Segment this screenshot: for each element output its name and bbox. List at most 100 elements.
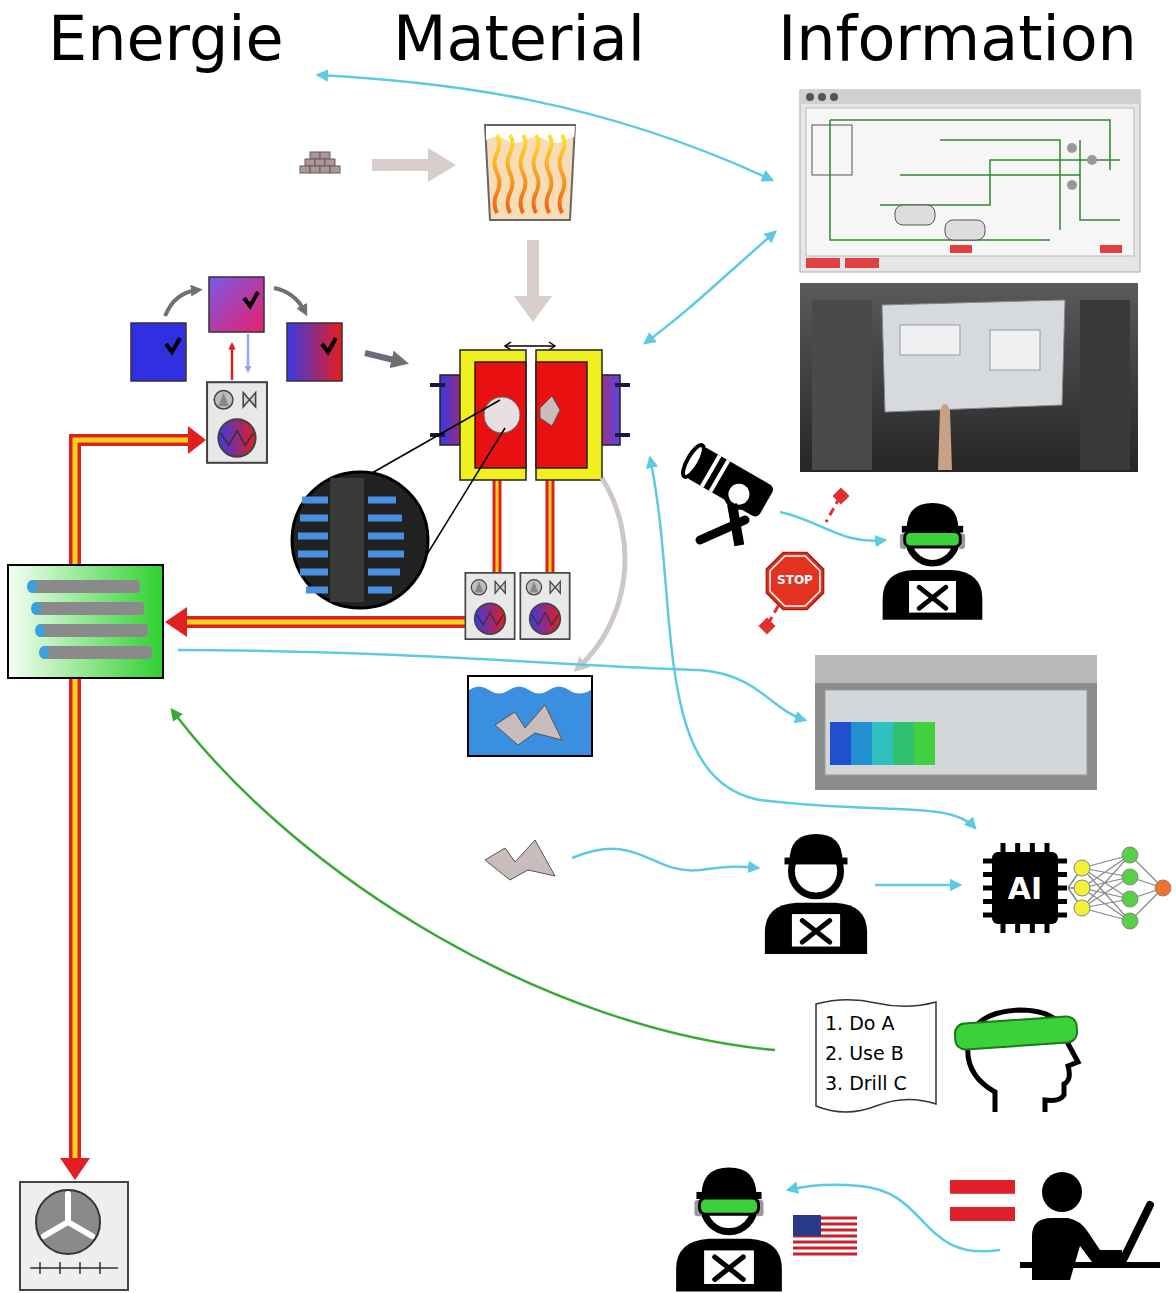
melting-crucible [521,135,526,213]
thermal-photo [872,722,893,765]
heat-pipe [75,440,190,565]
raw-material-bricks [310,166,320,173]
heat-storage [38,624,148,637]
raw-material-bricks [315,159,325,166]
column-heading: Information [778,8,1137,70]
surveillance-camera [662,442,777,550]
temperature-cycle [244,292,258,306]
information-flow-arrow [875,884,960,887]
raw-material-bricks [330,166,340,173]
neural-network [1122,913,1138,929]
casting-die [475,362,526,468]
casting-die [540,396,560,426]
information-flow-arrow [780,512,885,541]
thermal-photo [851,722,872,765]
temperature-cycle [287,323,342,381]
hmi-photo [938,404,952,470]
die-detail-magnifier [298,500,404,590]
hmi-screenshot [806,108,1134,256]
remote-expert-icon [1042,1172,1082,1212]
worker-icon [676,503,982,1292]
heat-pipe [60,426,550,1180]
turbine-generator [20,1182,128,1290]
heat-pump [520,573,569,639]
hmi-photo [800,283,1138,472]
hmi-photo [990,330,1040,370]
stop-octagon [766,552,823,609]
raw-material-bricks [325,159,335,166]
temperature-cycle [231,345,234,380]
raw-material-bricks [300,152,340,173]
quench-tank [468,478,625,756]
hmi-screenshot [895,205,935,225]
temperature-cycle [274,288,305,312]
turbine-generator [20,1182,128,1290]
turbine-generator [36,1190,100,1254]
cast-part-icon [485,840,555,880]
node-text-group: AI [1008,872,1042,905]
heat-storage [42,646,152,659]
surveillance-camera [700,454,721,487]
casting-die [430,342,630,480]
neural-network [1122,869,1138,885]
column-heading: Material [393,8,645,70]
instruction-feedback-arrow [172,710,775,1050]
heat-pipe [497,480,550,575]
hmi-screenshot [1100,245,1122,253]
melting-crucible [485,125,575,220]
material-flow-arrow [372,159,430,171]
worker-icon [676,1168,782,1292]
temperature-cycle [247,334,250,370]
node-text: STOP [777,574,813,587]
material-flow-arrow [527,240,539,298]
heat-pipe [185,620,465,625]
hmi-screenshot [845,258,879,268]
vr-headset-head [954,1016,1078,1050]
casting-die [484,397,520,433]
turbine-generator [44,1194,92,1236]
flag-icon [950,1194,1015,1207]
casting-die [505,345,555,347]
hmi-screenshot [818,93,826,101]
information-flow-arrow [572,849,758,871]
thermal-photo [815,655,1097,683]
node-text: 1. Do A [825,1008,907,1038]
thermal-photo [830,722,851,765]
melting-crucible [534,135,539,213]
temperature-cycle [322,338,336,352]
surveillance-camera [721,476,757,512]
hmi-screenshot [1067,180,1077,190]
information-flow-arrow [650,458,975,828]
remote-expert-icon [1032,1218,1122,1280]
information-flow-arrow [645,232,775,343]
column-heading: Energie [48,8,284,70]
surveillance-camera [679,442,707,479]
quench-tank [495,705,562,745]
heat-pipe [497,480,550,575]
hmi-screenshot [950,245,972,253]
casting-die [460,350,526,480]
melting-crucible [560,135,565,213]
neural-network [1155,880,1171,896]
heat-storage [31,602,41,615]
neural-network [1074,900,1090,916]
node-text-group: 1. Do A2. Use B3. Drill C [825,1008,907,1098]
remote-expert-icon [1020,1172,1160,1280]
heat-pipe [165,607,187,637]
raw-material-bricks [300,166,310,173]
instruction-feedback-arrow [172,710,775,1050]
node-text: AI [1008,872,1042,905]
heat-storage [39,646,49,659]
thermal-photo [815,655,1097,790]
ai-chip: AI [983,843,1067,933]
thermal-photo [893,722,914,765]
temperature-cycle [365,353,402,362]
heat-pipe [188,426,206,454]
node-text: 3. Drill C [825,1068,907,1098]
thermal-photo [815,655,1097,790]
instruction-sheet: 1. Do A2. Use B3. Drill C [815,998,937,1114]
flag-icon [793,1180,1015,1255]
